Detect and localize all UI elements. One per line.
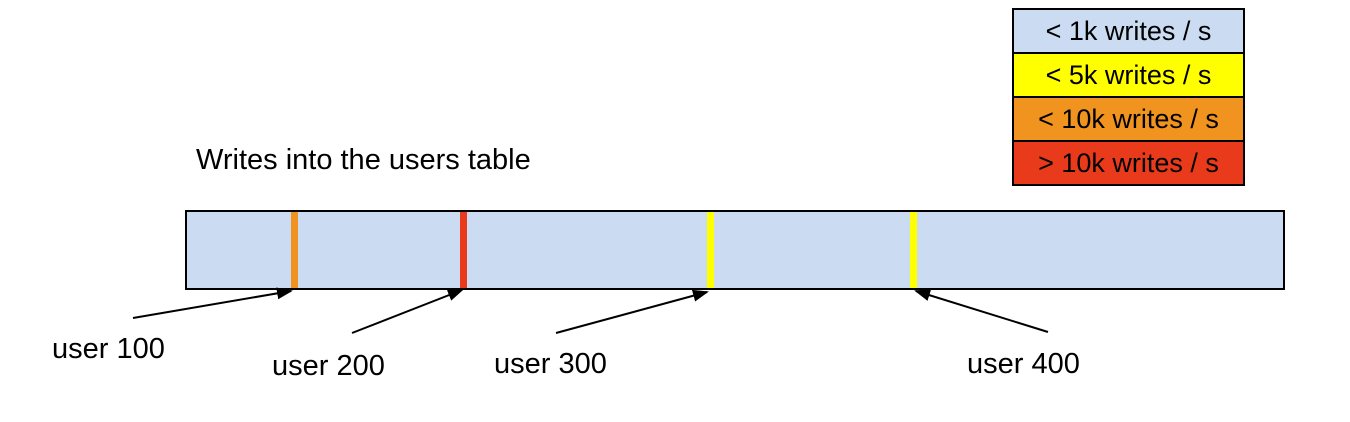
arrow-user-300 [555,289,709,334]
diagram-title: Writes into the users table [196,144,531,176]
legend-item-lt-5k: < 5k writes / s [1012,52,1245,98]
users-table-bar [185,210,1285,290]
legend-item-lt-10k: < 10k writes / s [1012,96,1245,142]
marker-user-400 [909,212,917,288]
marker-user-300 [706,212,714,288]
label-user-400: user 400 [967,348,1080,380]
arrow-user-200 [351,289,464,334]
legend-item-label: < 5k writes / s [1045,59,1212,90]
legend: < 1k writes / s < 5k writes / s < 10k wr… [1012,8,1245,186]
arrow-user-100 [132,287,293,319]
marker-user-100 [291,212,299,288]
legend-item-label: < 10k writes / s [1038,103,1219,134]
legend-item-gt-10k: > 10k writes / s [1012,140,1245,186]
label-user-200: user 200 [272,350,385,382]
legend-item-label: < 1k writes / s [1045,15,1212,46]
label-user-300: user 300 [494,348,607,380]
legend-item-lt-1k: < 1k writes / s [1012,8,1245,54]
legend-item-label: > 10k writes / s [1038,147,1219,178]
arrow-user-400 [914,289,1049,333]
marker-user-200 [460,212,468,288]
label-user-100: user 100 [52,333,165,365]
